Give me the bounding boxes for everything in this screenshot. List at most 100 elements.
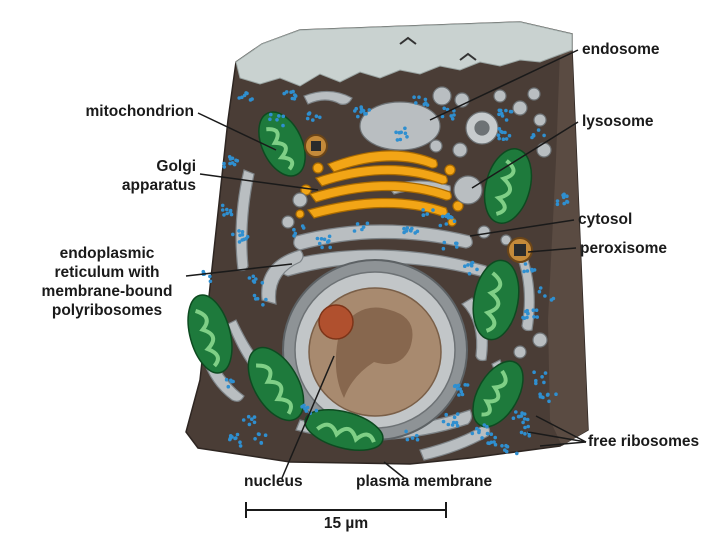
ribosome-dot: [253, 421, 257, 425]
ribosome-dot: [498, 109, 502, 113]
ribosome-dot: [546, 393, 550, 397]
ribosome-dot: [532, 315, 536, 319]
ribosome-dot: [406, 438, 410, 442]
ribosome-dot: [300, 405, 304, 409]
ribosome-dot: [457, 393, 461, 397]
ribosome-dot: [537, 128, 541, 132]
ribosome-dot: [402, 227, 406, 231]
ribosome-dot: [225, 378, 229, 382]
ribosome-dot: [444, 214, 448, 218]
ribosome-dot: [281, 124, 285, 128]
ribosome-dot: [526, 269, 530, 273]
ribosome-dot: [450, 216, 454, 220]
ribosome-dot: [477, 431, 481, 435]
ribosome-dot: [494, 443, 498, 447]
ribosome-dot: [486, 432, 490, 436]
ribosome-dot: [366, 222, 370, 226]
ribosome-dot: [439, 224, 443, 228]
ribosome-dot: [523, 426, 527, 430]
ribosome-dot: [293, 93, 297, 97]
ribosome-dot: [223, 165, 227, 169]
ribosome-dot: [550, 298, 554, 302]
label-nucleus: nucleus: [244, 472, 303, 491]
ribosome-dot: [453, 219, 457, 223]
ribosome-dot: [238, 240, 242, 244]
ribosome-dot: [413, 231, 417, 235]
ribosome-dot: [411, 436, 415, 440]
ribosome-dot: [523, 432, 527, 436]
ribosome-dot: [475, 268, 479, 272]
ribosome-dot: [442, 420, 446, 424]
ribosome-dot: [442, 247, 446, 251]
ribosome-dot: [453, 384, 457, 388]
ribosome-dot: [308, 111, 312, 115]
ribosome-dot: [416, 438, 420, 442]
ribosome-dot: [453, 416, 457, 420]
ribosome-dot: [353, 109, 357, 113]
ribosome-dot: [442, 107, 446, 111]
ribosome-dot: [455, 245, 459, 249]
ribosome-dot: [403, 127, 407, 131]
ribosome-dot: [396, 138, 400, 142]
ribosome-dot: [222, 213, 226, 217]
ribosome-dot: [229, 436, 233, 440]
ribosome-dot: [424, 101, 428, 105]
ribosome-dot: [242, 418, 246, 422]
ribosome-dot: [328, 246, 332, 250]
ribosome-dot: [421, 208, 425, 212]
label-free-ribosomes: free ribosomes: [588, 432, 699, 451]
scale-bar-label: 15 µm: [296, 514, 396, 533]
label-peroxisome: peroxisome: [580, 239, 667, 258]
ribosome-dot: [237, 96, 241, 100]
label-lysosome: lysosome: [582, 112, 654, 131]
ribosome-dot: [402, 231, 406, 235]
ribosome-dot: [316, 237, 320, 241]
ribosome-dot: [449, 114, 453, 118]
ribosome-dot: [394, 131, 398, 135]
ribosome-dot: [456, 424, 460, 428]
ribosome-dot: [225, 208, 229, 212]
ribosome-dot: [535, 308, 539, 312]
ribosome-dot: [239, 444, 243, 448]
ribosome-dot: [360, 228, 364, 232]
ribosome-dot: [238, 440, 242, 444]
ribosome-dot: [398, 131, 402, 135]
label-golgi-line1: Golgi: [100, 157, 196, 176]
ribosome-dot: [414, 101, 418, 105]
ribosome-dot: [540, 395, 544, 399]
ribosome-dot: [368, 108, 372, 112]
ribosome-dot: [504, 109, 508, 113]
ribosome-dot: [243, 94, 247, 98]
ribosome-dot: [532, 308, 536, 312]
ribosome-dot: [447, 423, 451, 427]
ribosome-dot: [225, 212, 229, 216]
ribosome-dot: [315, 114, 319, 118]
ribosome-dot: [248, 423, 252, 427]
ribosome-dot: [417, 95, 421, 99]
ribosome-dot: [471, 432, 475, 436]
ribosome-dot: [318, 242, 322, 246]
label-plasma-membrane: plasma membrane: [356, 472, 492, 491]
ribosome-dot: [253, 294, 257, 298]
ribosome-dot: [252, 275, 256, 279]
ribosome-dot: [463, 383, 467, 387]
ribosome-dot: [532, 134, 536, 138]
ribosome-dot: [535, 315, 539, 319]
ribosome-dot: [538, 290, 542, 294]
ribosome-dot: [521, 421, 525, 425]
ribosome-dot: [454, 242, 458, 246]
label-er-line2: reticulum with: [30, 263, 184, 282]
ribosome-dot: [475, 427, 479, 431]
ribosome-dot: [505, 118, 509, 122]
ribosome-dot: [525, 309, 529, 313]
ribosome-dot: [458, 387, 462, 391]
ribosome-dot: [222, 162, 226, 166]
ribosome-dot: [244, 237, 248, 241]
ribosome-dot: [289, 90, 293, 94]
ribosome-dot: [539, 286, 543, 290]
ribosome-dot: [227, 385, 231, 389]
ribosome-dot: [444, 413, 448, 417]
ribosome-dot: [515, 452, 519, 456]
ribosome-dot: [500, 444, 504, 448]
ribosome-dot: [311, 118, 315, 122]
